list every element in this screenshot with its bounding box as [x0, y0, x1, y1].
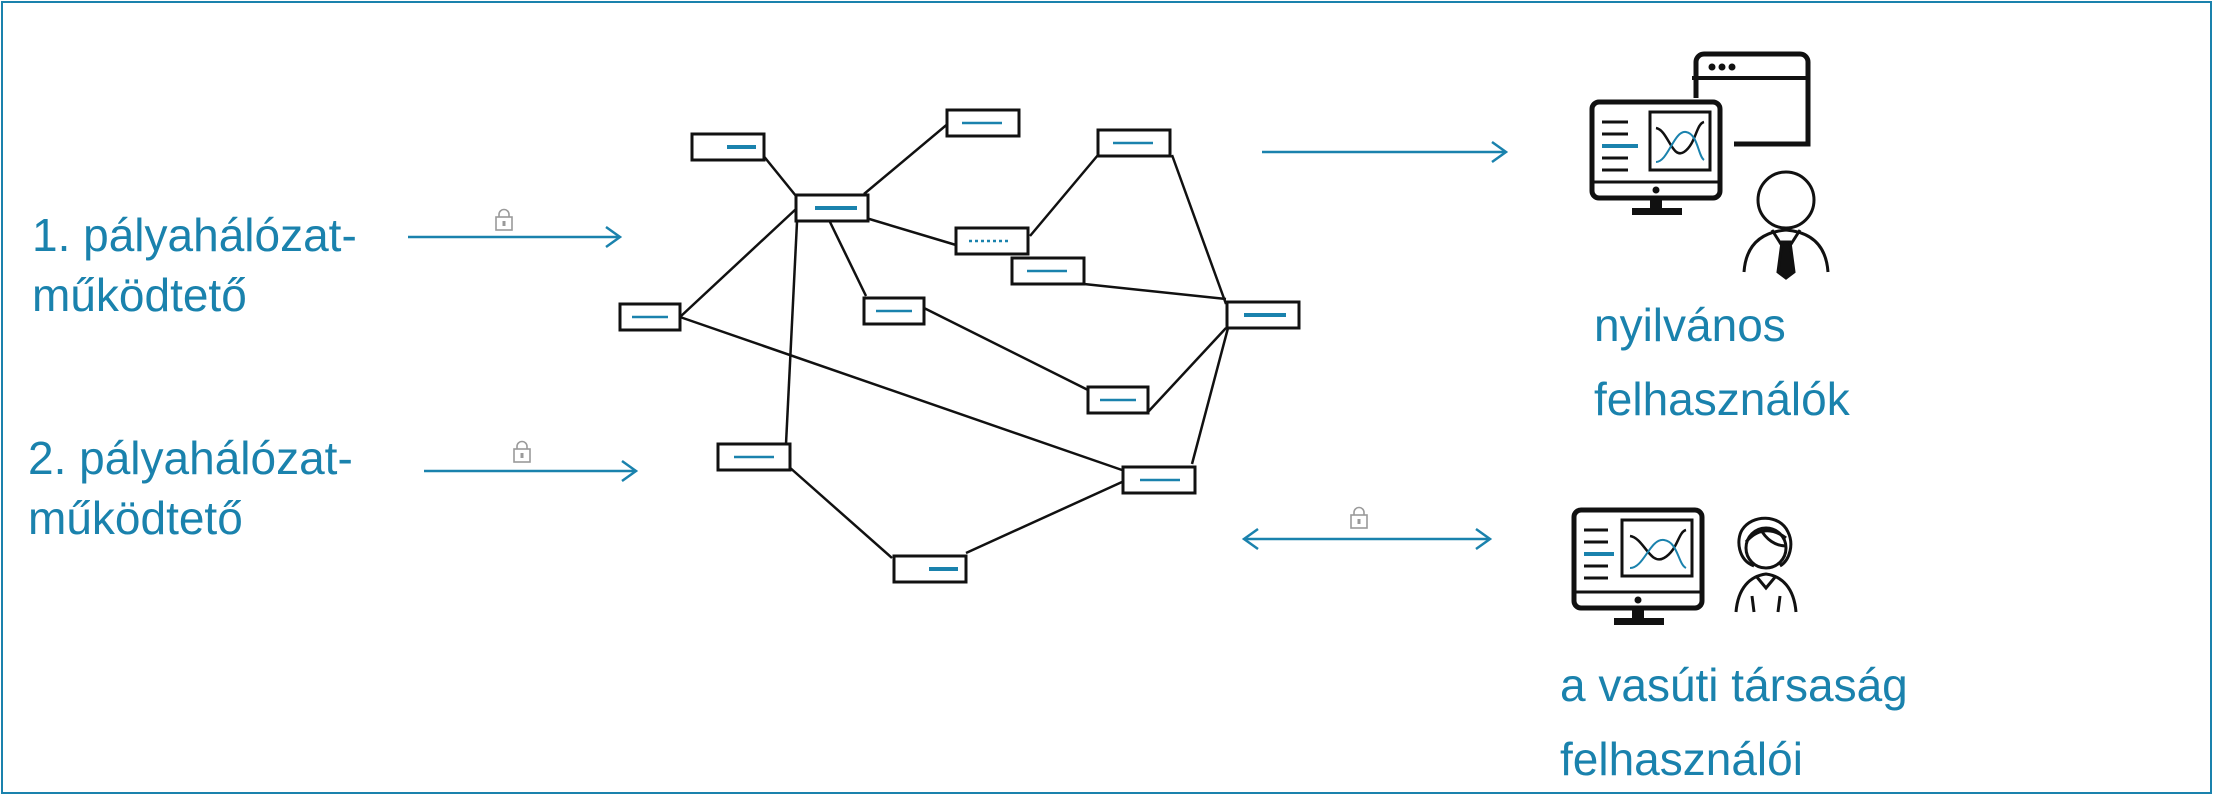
operator-2-arrow — [424, 459, 639, 483]
businessman-icon — [1742, 170, 1830, 280]
railway-users-label: a vasúti társaság felhasználói — [1560, 648, 1908, 796]
network-node — [690, 132, 766, 162]
network-node — [862, 296, 926, 326]
railway-users-line-2: felhasználói — [1560, 733, 1803, 785]
lock-icon — [1350, 506, 1368, 529]
network-edges — [679, 121, 1230, 559]
monitor-icon — [1589, 99, 1723, 215]
network-node — [716, 442, 792, 472]
railway-users-line-1: a vasúti társaság — [1560, 659, 1908, 711]
network-node — [618, 302, 682, 332]
network-node — [1121, 465, 1197, 495]
network-node — [794, 193, 870, 223]
operator-1-label: 1. pályahálózat- működtető — [32, 205, 357, 325]
lock-icon — [495, 208, 513, 231]
operator-2-line-1: 2. pályahálózat- — [28, 432, 353, 484]
woman-user-icon — [1734, 516, 1798, 613]
network-node — [1225, 300, 1301, 330]
network-node — [945, 108, 1021, 138]
operator-1-line-2: működtető — [32, 269, 247, 321]
public-users-label: nyilvános felhasználók — [1594, 288, 1850, 436]
network-node — [1096, 128, 1172, 158]
monitor-icon — [1571, 507, 1705, 625]
operator-1-arrow — [408, 225, 623, 249]
network-node — [1010, 256, 1086, 286]
lock-icon — [513, 440, 531, 463]
network-node — [1086, 385, 1150, 415]
public-users-arrow — [1262, 140, 1509, 164]
railway-users-arrow — [1241, 527, 1493, 551]
network-node — [892, 554, 968, 584]
operator-2-line-2: működtető — [28, 492, 243, 544]
operator-1-line-1: 1. pályahálózat- — [32, 209, 357, 261]
browser-window-icon — [1692, 51, 1811, 147]
public-users-line-2: felhasználók — [1594, 373, 1850, 425]
network-node — [954, 226, 1030, 256]
operator-2-label: 2. pályahálózat- működtető — [28, 428, 353, 548]
public-users-line-1: nyilvános — [1594, 299, 1786, 351]
